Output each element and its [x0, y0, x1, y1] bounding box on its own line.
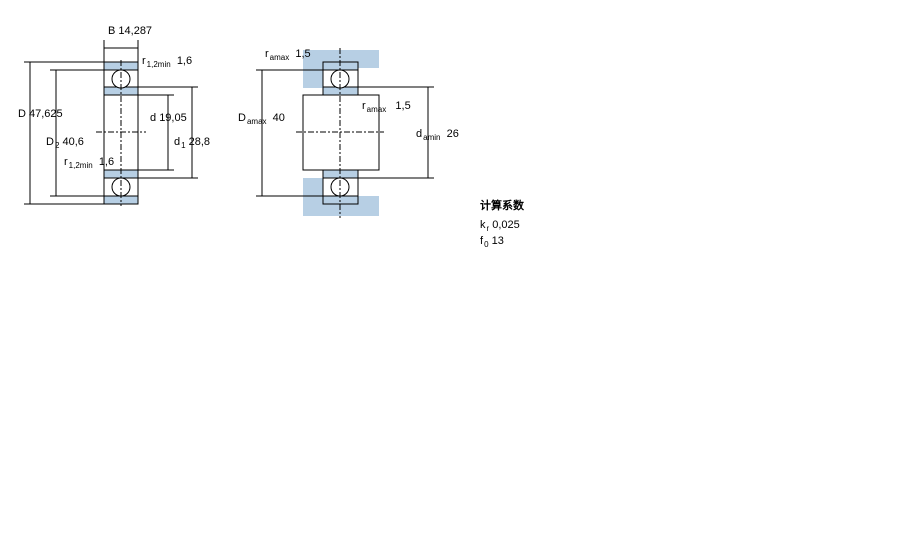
bore-diameter-label: d 19,05: [150, 112, 187, 124]
fillet-top-label: ramax 1,5: [265, 48, 311, 62]
shaft-diameter-label: damin 26: [416, 128, 459, 142]
factor-kr: kr 0,025: [480, 219, 520, 233]
bearing-section: [96, 60, 146, 206]
housing-bottom: [303, 202, 379, 216]
housing-top: [303, 50, 379, 62]
housing-diameter-label: Damax 40: [238, 112, 285, 126]
left-dimensions: [24, 40, 198, 205]
inner-shoulder-label: d1 28,8: [174, 136, 211, 150]
outer-diameter-label: D 47,625: [18, 108, 63, 120]
chamfer-top-label: r1,2min 1,6: [142, 55, 193, 69]
shoulder-diameter-label: D2 40,6: [46, 136, 84, 150]
factor-f0: f0 13: [480, 235, 504, 249]
chamfer-bottom-label: r1,2min 1,6: [64, 156, 115, 170]
right-dimensions: [256, 69, 434, 197]
width-label: B 14,287: [108, 25, 153, 37]
calc-factors-title: 计算系数: [480, 200, 524, 212]
fillet-mid-label: ramax 1,5: [362, 100, 411, 114]
mounting-section: [296, 48, 384, 218]
